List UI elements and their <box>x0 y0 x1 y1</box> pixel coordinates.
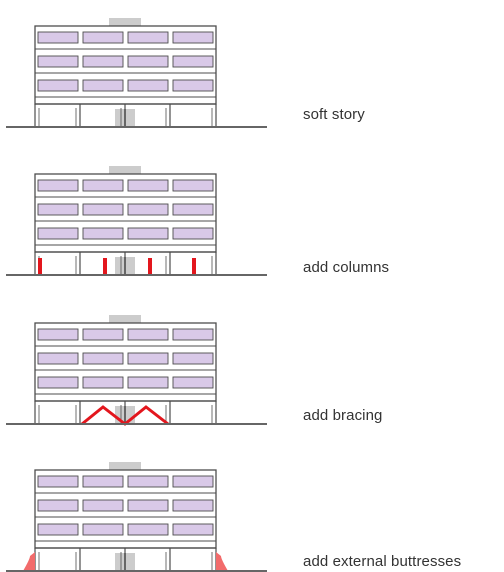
window-band <box>37 79 79 92</box>
window-band <box>172 523 214 536</box>
window-band <box>82 328 124 341</box>
window-band <box>127 523 169 536</box>
window-band <box>82 499 124 512</box>
window-band <box>172 499 214 512</box>
building-add-columns <box>6 166 267 276</box>
label-add-external-buttresses: add external buttresses <box>303 553 462 570</box>
window-band <box>172 352 214 365</box>
window-band <box>37 227 79 240</box>
window-band <box>82 179 124 192</box>
window-band <box>127 376 169 389</box>
window-band <box>172 328 214 341</box>
window-band <box>82 376 124 389</box>
window-band <box>127 352 169 365</box>
window-band <box>37 499 79 512</box>
window-band <box>127 203 169 216</box>
window-band <box>127 31 169 44</box>
window-band <box>172 203 214 216</box>
window-band <box>127 179 169 192</box>
window-band <box>82 352 124 365</box>
window-band <box>127 55 169 68</box>
added-column <box>148 258 152 275</box>
window-band <box>127 227 169 240</box>
window-band <box>82 203 124 216</box>
rooftop-box <box>109 315 141 323</box>
window-band <box>172 31 214 44</box>
window-band <box>37 328 79 341</box>
window-band <box>127 79 169 92</box>
window-band <box>82 475 124 488</box>
buttress-left <box>23 552 35 571</box>
rooftop-box <box>109 18 141 26</box>
label-add-columns: add columns <box>303 259 390 276</box>
window-band <box>37 523 79 536</box>
label-add-bracing: add bracing <box>303 407 383 424</box>
building-add-external-buttresses <box>6 462 267 572</box>
window-band <box>127 328 169 341</box>
window-band <box>172 79 214 92</box>
added-column <box>192 258 196 275</box>
window-band <box>172 227 214 240</box>
window-band <box>37 352 79 365</box>
window-band <box>82 31 124 44</box>
window-band <box>172 376 214 389</box>
window-band <box>37 376 79 389</box>
building-add-bracing <box>6 315 267 426</box>
added-column <box>38 258 42 275</box>
rooftop-box <box>109 166 141 174</box>
building-soft-story <box>6 18 267 128</box>
window-band <box>37 31 79 44</box>
window-band <box>82 227 124 240</box>
window-band <box>82 523 124 536</box>
window-band <box>127 475 169 488</box>
window-band <box>82 79 124 92</box>
added-column <box>103 258 107 275</box>
window-band <box>37 203 79 216</box>
buttress-right <box>216 552 228 571</box>
window-band <box>37 179 79 192</box>
window-band <box>37 475 79 488</box>
window-band <box>172 475 214 488</box>
window-band <box>37 55 79 68</box>
window-band <box>172 55 214 68</box>
rooftop-box <box>109 462 141 470</box>
label-soft-story: soft story <box>303 106 365 123</box>
window-band <box>82 55 124 68</box>
window-band <box>172 179 214 192</box>
window-band <box>127 499 169 512</box>
